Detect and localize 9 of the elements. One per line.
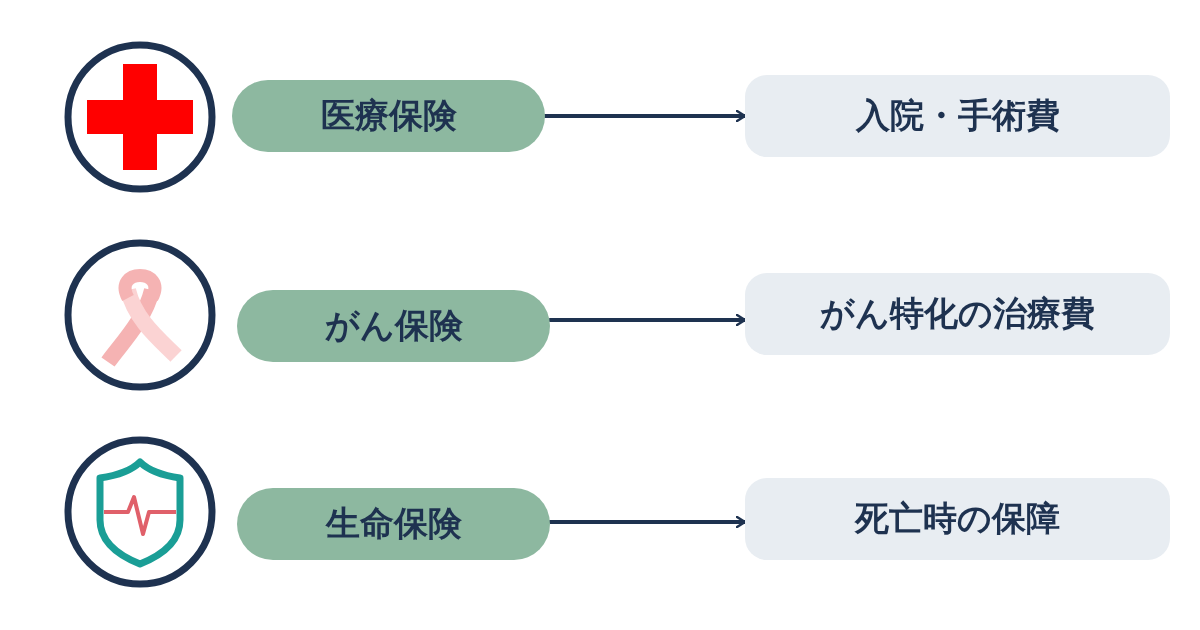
result-box: 死亡時の保障 [745,478,1170,560]
category-pill: がん保険 [237,290,550,362]
category-pill: 生命保険 [237,488,550,560]
category-pill: 医療保険 [232,80,545,152]
result-box: 入院・手術費 [745,75,1170,157]
arrow [543,109,747,123]
result-box: がん特化の治療費 [745,273,1170,355]
arrow [548,515,747,529]
arrow [548,313,747,327]
